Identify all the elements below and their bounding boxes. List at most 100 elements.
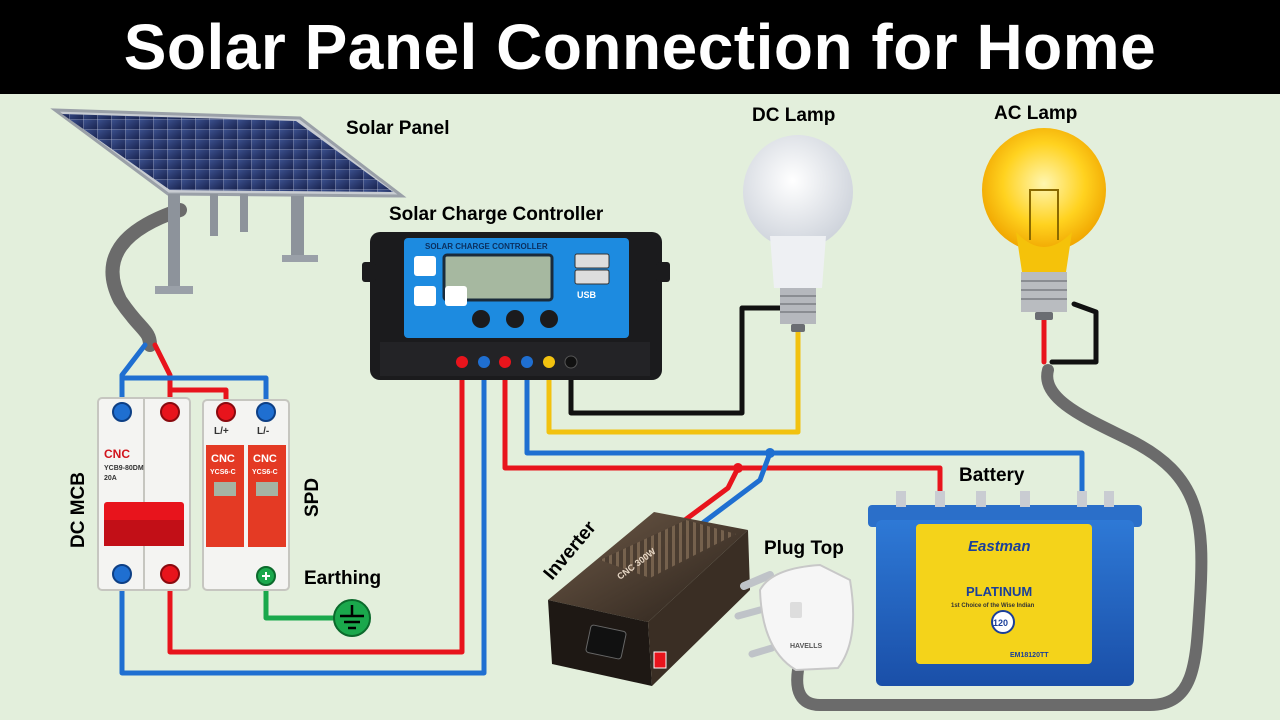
terminal-load-neg (564, 355, 578, 369)
usb-port (574, 269, 610, 285)
battery-terminal (1020, 491, 1030, 507)
spd-label: SPD (302, 478, 323, 517)
solar-panel (50, 108, 407, 294)
spd-brand: CNC (253, 453, 277, 465)
dc-mcb: CNC YCB9-80DM 20A (97, 397, 191, 591)
terminal-load-pos (543, 356, 555, 368)
timer-icon (414, 286, 436, 306)
ac-output-socket (585, 624, 627, 660)
earthing-label: Earthing (304, 568, 381, 589)
battery-terminal (976, 491, 986, 507)
inverter-fins (600, 520, 736, 578)
battery-model: EM18120TT (1010, 652, 1049, 659)
incandescent-neck (1016, 232, 1072, 272)
usb-port (574, 253, 610, 269)
led-bulb-globe (743, 135, 853, 249)
page-title: Solar Panel Connection for Home (0, 0, 1280, 94)
battery-terminal-pos (935, 491, 945, 507)
controller-button-1[interactable] (472, 310, 490, 328)
dc-lamp (743, 135, 853, 332)
plug-body (758, 563, 855, 672)
junction-dot (765, 448, 775, 458)
battery-wire-blue (524, 363, 1085, 508)
spd-brand: CNC (211, 453, 235, 465)
plug-brand: HAVELLS (790, 643, 822, 650)
full-protect-icon (445, 286, 467, 306)
mcb-controller-blue (119, 363, 487, 676)
earthing-wire (263, 575, 351, 621)
battery-wire-red (502, 363, 943, 508)
incandescent-base (1021, 272, 1067, 312)
inverter-power-switch[interactable] (653, 651, 667, 669)
panel-foot (282, 255, 318, 262)
junction-dot (733, 463, 743, 473)
panel-cable (105, 203, 187, 352)
mcb-terminal-bottom-pos (160, 564, 180, 584)
led-bulb-base (780, 288, 816, 324)
mcb-spd-blue (119, 375, 269, 413)
panel-stand (168, 194, 304, 290)
ac-lamp (982, 128, 1106, 320)
battery-terminal (1104, 491, 1114, 507)
battery-months: 120 (993, 618, 1008, 628)
earth-icon (333, 599, 371, 637)
controller-button-2[interactable] (506, 310, 524, 328)
spd-terminal-pos (216, 402, 236, 422)
spd-terminal-pos-label: L/+ (214, 426, 229, 437)
ac-lamp-black (1049, 301, 1099, 365)
controller-lcd (442, 253, 554, 302)
load-wire-yellow (546, 327, 801, 435)
charge-controller-label: Solar Charge Controller (389, 204, 604, 225)
load-wire-black (568, 305, 785, 416)
plug-pin (740, 571, 774, 590)
controller-terminal-strip (380, 342, 650, 376)
earth-symbol-on-spd (262, 572, 270, 580)
solar-panel-label: Solar Panel (346, 118, 450, 139)
controller-button-3[interactable] (540, 310, 558, 328)
ac-lamp-cable (791, 364, 1208, 711)
led-bulb-neck (770, 236, 826, 288)
dc-lamp-label: DC Lamp (752, 105, 835, 126)
mcb-controller-red (167, 363, 465, 655)
controller-mount-tab (656, 262, 670, 282)
terminal-pv-neg (478, 356, 490, 368)
inverter-wire-blue (697, 450, 773, 528)
spd-model: YCS6-C (252, 469, 278, 476)
charge-controller: SOLAR CHARGE CONTROLLER USB (362, 232, 670, 380)
inverter: CNC 300W (548, 512, 750, 686)
plug-pin (748, 644, 776, 658)
mcb-model: YCB9-80DM (104, 465, 144, 472)
controller-mount-tab (362, 262, 376, 282)
dc-mcb-label: DC MCB (68, 472, 89, 548)
controller-face-title: SOLAR CHARGE CONTROLLER (425, 242, 548, 251)
battery-label-panel (916, 524, 1092, 664)
panel-foot (155, 286, 193, 294)
terminal-batt-pos (499, 356, 511, 368)
usb-label: USB (577, 290, 597, 300)
solar-panel-cells (62, 114, 393, 192)
spd-terminal-neg-label: L/- (257, 426, 269, 437)
battery-label: Battery (959, 465, 1025, 486)
battery-tagline: 1st Choice of the Wise Indian (951, 603, 1035, 609)
mcb-terminal-top-pos (160, 402, 180, 422)
inverter-side (648, 530, 750, 686)
cables (105, 203, 1208, 711)
mcb-terminal-top-neg (112, 402, 132, 422)
ac-lamp-label: AC Lamp (994, 103, 1077, 124)
plug-pin (734, 606, 764, 620)
battery: Eastman PLATINUM 1st Choice of the Wise … (868, 491, 1142, 686)
battery-line: PLATINUM (966, 584, 1032, 599)
battery-brand: Eastman (968, 538, 1031, 555)
mcu-icon (414, 256, 436, 276)
filament (1029, 189, 1059, 240)
plug-top: HAVELLS (734, 563, 855, 672)
inverter-wire-red (682, 465, 741, 523)
spd-model: YCS6-C (210, 469, 236, 476)
battery-terminal-neg (1077, 491, 1087, 507)
battery-terminal (896, 491, 906, 507)
mcb-brand: CNC (104, 447, 130, 461)
spd: L/+ L/- CNC CNC YCS6-C YCS6-C (202, 399, 290, 591)
mcb-rating: 20A (104, 475, 117, 482)
terminal-batt-neg (521, 356, 533, 368)
